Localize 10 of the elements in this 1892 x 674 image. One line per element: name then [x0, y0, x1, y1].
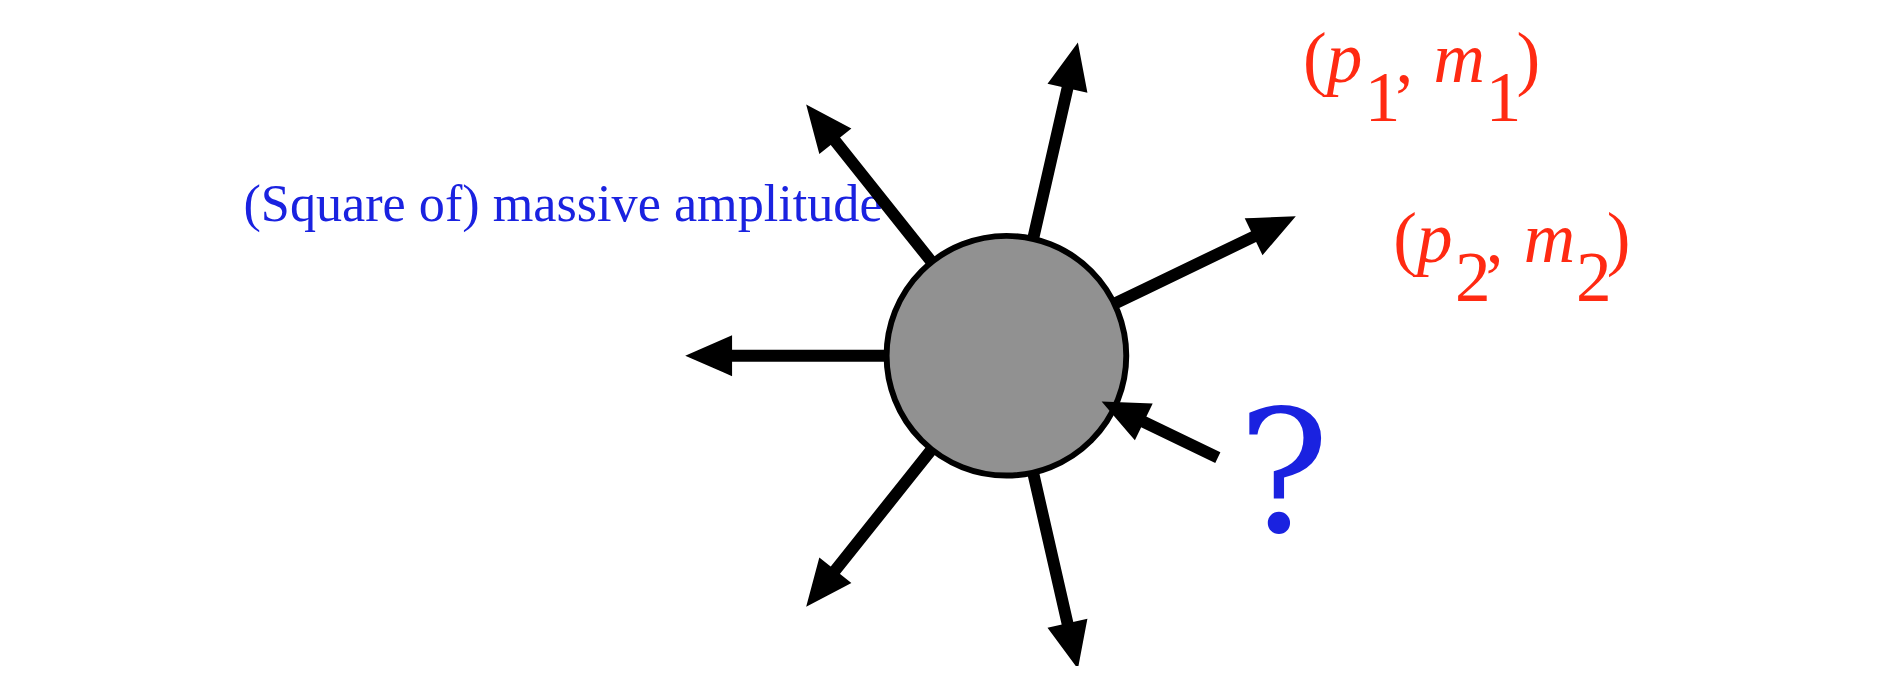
- node-label: (Square of) massive amplitude: [242, 173, 883, 232]
- arrow: [1027, 42, 1087, 240]
- arrow: [1027, 472, 1087, 666]
- arrow: [805, 446, 936, 607]
- node-circle: [883, 232, 1129, 479]
- arrow: [1112, 216, 1296, 309]
- arrow: [684, 335, 886, 377]
- node-text: ?: [1237, 373, 1329, 573]
- arrow: [1101, 401, 1220, 463]
- arrow: [805, 104, 936, 266]
